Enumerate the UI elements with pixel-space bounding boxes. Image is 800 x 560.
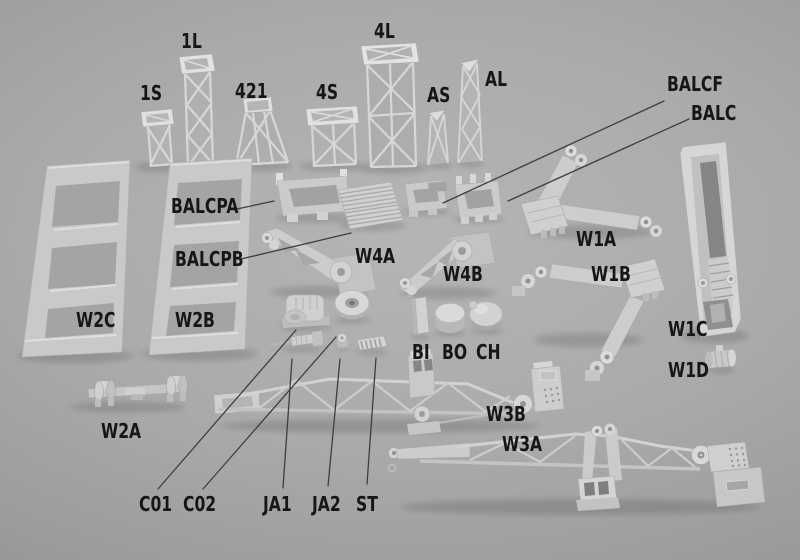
part-w3a (387, 423, 766, 511)
part-w3b (213, 348, 565, 435)
part-421 (234, 96, 290, 167)
part-label-c01: C01 (139, 492, 173, 516)
part-jack1 (269, 331, 323, 347)
part-label-w1a: W1A (576, 227, 617, 251)
leader-line-ja1 (282, 358, 293, 489)
part-4s (305, 105, 360, 168)
leader-lines (157, 100, 690, 490)
part-as (427, 109, 449, 166)
part-label-as: AS (427, 83, 451, 107)
part-label-ch: CH (476, 340, 501, 364)
leader-line-balcpa (236, 200, 275, 210)
part-ch (468, 300, 502, 330)
part-al (457, 58, 483, 164)
leader-line-balcpb (240, 232, 352, 260)
part-label-al: AL (485, 67, 508, 91)
part-label-balc: BALC (691, 101, 737, 125)
leader-line-balcf (442, 100, 665, 204)
part-label-4s: 4S (316, 80, 339, 104)
part-label-w3a: W3A (502, 432, 543, 456)
part-label-balcpb: BALCPB (175, 247, 244, 271)
part-label-w4a: W4A (355, 244, 396, 268)
part-label-w4b: W4B (443, 262, 483, 286)
part-1l (178, 53, 216, 168)
part-bo (435, 303, 465, 333)
leader-line-ja2 (327, 358, 341, 487)
part-label-w1d: W1D (668, 358, 710, 382)
part-jack2 (337, 333, 348, 348)
part-bi (412, 296, 430, 335)
part-winch (282, 294, 330, 328)
part-label-421: 421 (235, 79, 268, 103)
part-4l (360, 42, 420, 169)
part-w1c (679, 141, 742, 338)
part-label-w2c: W2C (76, 308, 116, 332)
part-label-ja1: JA1 (263, 492, 292, 516)
part-w4b (399, 231, 496, 303)
part-spool (334, 290, 370, 320)
part-label-w2a: W2A (101, 419, 142, 443)
part-w1d (705, 345, 736, 369)
part-label-4l: 4L (374, 19, 395, 43)
part-label-st: ST (356, 492, 378, 516)
part-label-w1b: W1B (591, 262, 631, 286)
part-label-w1c: W1C (668, 317, 708, 341)
part-steps (356, 335, 388, 351)
part-label-balcf: BALCF (667, 72, 724, 96)
part-w2a (87, 374, 188, 407)
part-w1b (512, 258, 666, 381)
part-1s (140, 108, 175, 168)
part-balcf-frame (404, 179, 448, 217)
part-balcpb-plate (337, 181, 404, 230)
part-label-1s: 1S (140, 81, 163, 105)
part-label-w2b: W2B (175, 308, 215, 332)
part-balc-frame (454, 173, 503, 224)
part-label-bo: BO (442, 340, 468, 364)
part-w2b (148, 157, 253, 356)
part-label-ja2: JA2 (312, 492, 341, 516)
part-w2c (21, 159, 131, 358)
leader-line-st (366, 357, 377, 485)
part-label-c02: C02 (183, 492, 217, 516)
part-label-w3b: W3B (486, 402, 526, 426)
part-label-bi: BI (412, 340, 430, 364)
leader-line-balc (507, 118, 690, 202)
leader-line-c01 (157, 329, 297, 490)
part-w4a (261, 227, 377, 296)
part-w1a (520, 144, 662, 238)
leader-line-c02 (202, 336, 337, 490)
part-balcpa-frame (276, 169, 352, 222)
part-label-balcpa: BALCPA (171, 194, 239, 218)
part-label-1l: 1L (181, 29, 202, 53)
